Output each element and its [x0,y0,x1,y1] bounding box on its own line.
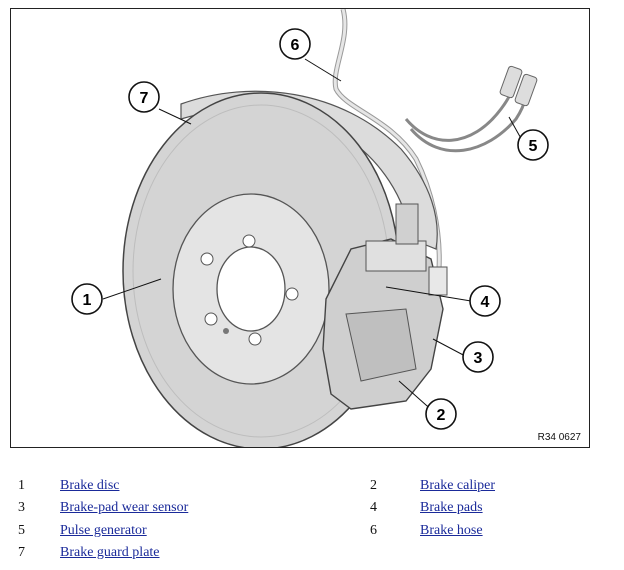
legend-number: 1 [18,478,25,493]
wear-sensor [428,266,448,296]
callout-6: 6 [279,28,311,60]
brake-drawing: 1 2 3 4 5 6 7 [71,9,549,447]
callout-2: 2 [425,398,457,430]
legend-row: 7 Brake guard plate [0,545,624,567]
brake-pad [395,203,419,245]
legend-number: 7 [18,545,25,560]
svg-text:5: 5 [529,138,538,155]
legend-row: 3 Brake-pad wear sensor 4 Brake pads [0,500,624,522]
legend-number: 2 [370,478,377,493]
callout-5: 5 [517,129,549,161]
svg-text:6: 6 [291,37,300,54]
legend-number: 4 [370,500,377,515]
svg-text:4: 4 [481,294,490,311]
link-brake-pads[interactable]: Brake pads [420,500,483,515]
svg-text:7: 7 [140,90,149,107]
callout-4: 4 [469,285,501,317]
link-brake-guard-plate[interactable]: Brake guard plate [60,545,160,560]
sensor-cable-a [404,68,516,142]
legend-row: 1 Brake disc 2 Brake caliper [0,478,624,500]
link-pulse-generator[interactable]: Pulse generator [60,523,147,538]
legend-row: 5 Pulse generator 6 Brake hose [0,523,624,545]
callout-3: 3 [462,341,494,373]
figure-reference-code: R34 0627 [537,432,581,443]
brake-assembly-illustration: 1 2 3 4 5 6 7 R34 0627 [10,8,590,448]
svg-text:3: 3 [474,350,483,367]
svg-text:1: 1 [83,292,92,309]
link-brake-disc[interactable]: Brake disc [60,478,120,493]
legend-number: 5 [18,523,25,538]
legend-number: 6 [370,523,377,538]
link-brake-pad-wear-sensor[interactable]: Brake-pad wear sensor [60,500,189,515]
link-brake-hose[interactable]: Brake hose [420,523,483,538]
legend-number: 3 [18,500,25,515]
link-brake-caliper[interactable]: Brake caliper [420,478,496,493]
callout-7: 7 [128,81,160,113]
svg-text:2: 2 [437,407,446,424]
callout-1: 1 [71,283,103,315]
